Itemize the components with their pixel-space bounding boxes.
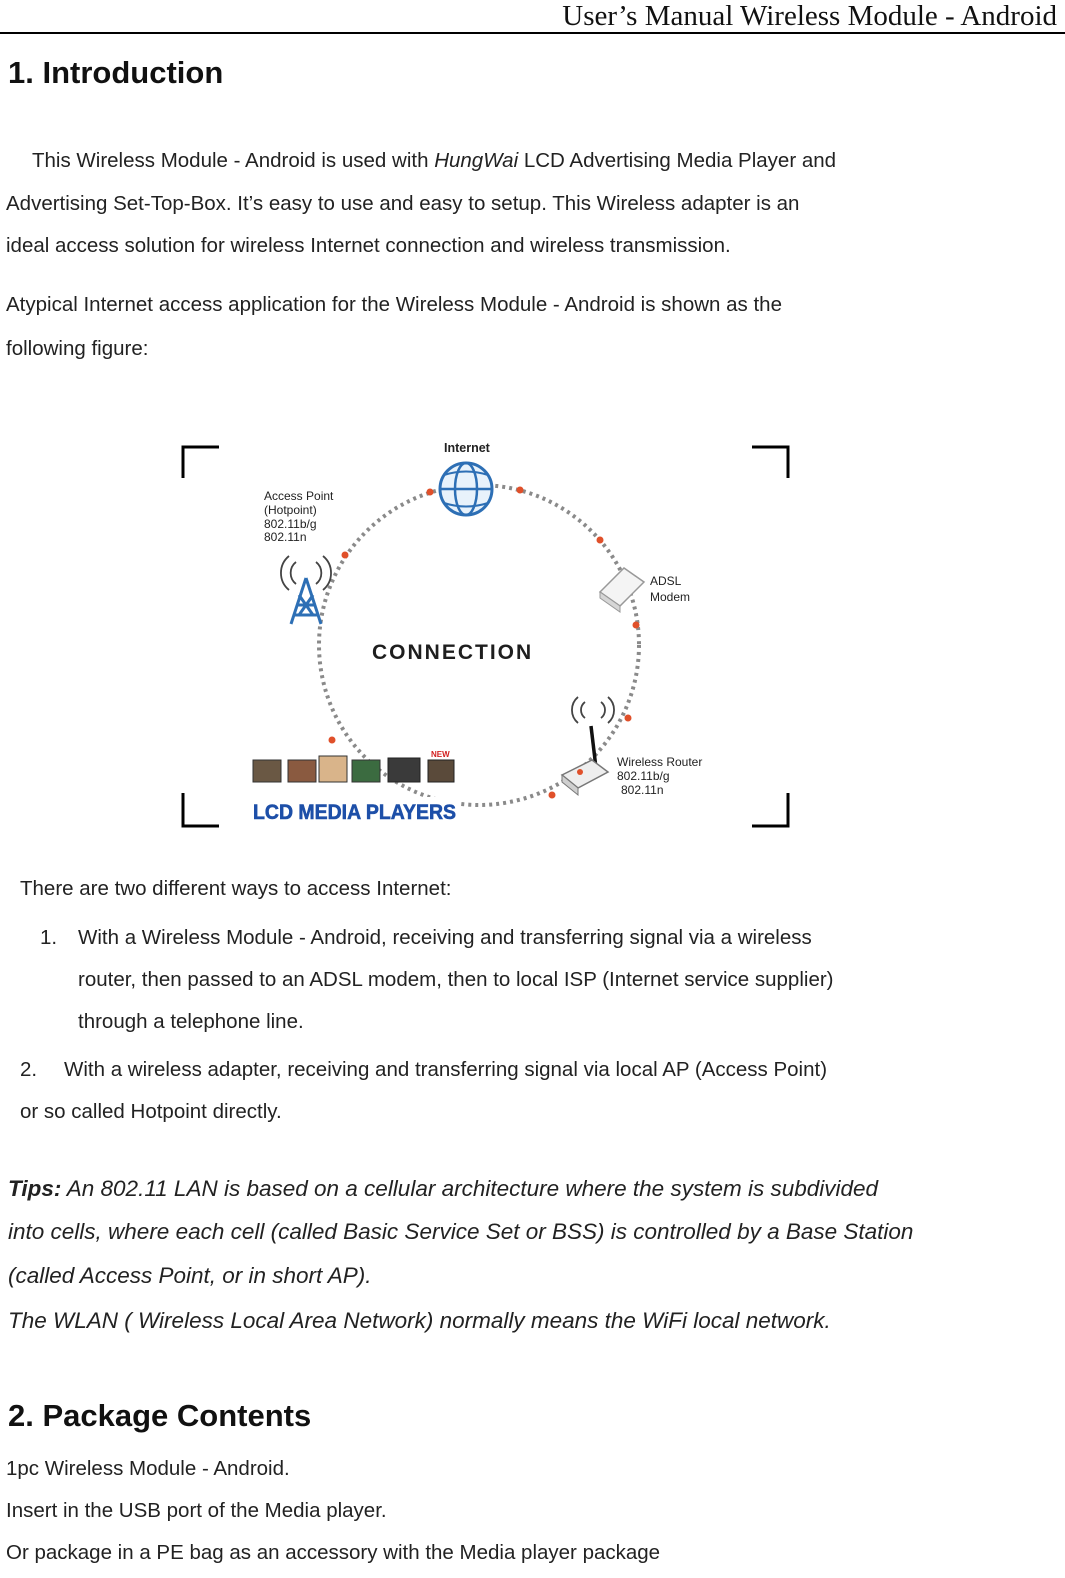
- banner-bg: [250, 797, 458, 824]
- router-signal-waves: [571, 696, 615, 724]
- intro-paragraph2-line-1: Atypical Internet access application for…: [6, 293, 782, 316]
- wireless-router-icon: [560, 725, 610, 797]
- intro-paragraph2-line-2: following figure:: [6, 337, 149, 360]
- access-point-tower-icon: [289, 577, 323, 625]
- tips-line-2: into cells, where each cell (called Basi…: [8, 1219, 914, 1244]
- lcd-media-players-banner: LCD MEDIA PLAYERS: [253, 801, 456, 824]
- ap-label-4: 802.11n: [264, 530, 307, 544]
- ring-arrows: [328, 486, 640, 799]
- connection-title: CONNECTION: [372, 641, 533, 664]
- connection-figure: Internet Access Point (Hotpoint) 802.11b…: [181, 441, 790, 828]
- ap-signal-waves: [280, 555, 332, 591]
- package-line-2: Insert in the USB port of the Media play…: [6, 1499, 387, 1522]
- internet-globe-icon: [438, 461, 494, 517]
- section-heading-package: 2. Package Contents: [8, 1398, 312, 1433]
- list-item-1-number: 1.: [40, 926, 58, 949]
- list-item-1-line-1: With a Wireless Module - Android, receiv…: [78, 926, 812, 949]
- ap-label-3: 802.11b/g: [264, 517, 317, 531]
- tips-line-1: Tips: An 802.11 LAN is based on a cellul…: [8, 1176, 879, 1201]
- corner-brackets: [181, 445, 790, 828]
- brand-name: HungWai: [434, 149, 519, 172]
- list-item-1-line-2: router, then passed to an ADSL modem, th…: [78, 968, 834, 991]
- section-heading-introduction: 1. Introduction: [8, 55, 224, 90]
- ways-intro: There are two different ways to access I…: [20, 877, 452, 900]
- list-item-1-line-3: through a telephone line.: [78, 1010, 304, 1033]
- list-item-2-line-1: With a wireless adapter, receiving and t…: [64, 1058, 828, 1081]
- ap-label-1: Access Point: [264, 489, 334, 503]
- modem-label-2: Modem: [650, 590, 690, 604]
- tips-line-3: (called Access Point, or in short AP).: [8, 1263, 372, 1288]
- router-label-3: 802.11n: [621, 783, 664, 797]
- router-label-2: 802.11b/g: [617, 769, 670, 783]
- adsl-modem-icon: [598, 567, 646, 613]
- media-player-thumbnails: [252, 755, 455, 783]
- intro-paragraph-line-3: ideal access solution for wireless Inter…: [6, 234, 731, 257]
- package-line-1: 1pc Wireless Module - Android.: [6, 1457, 290, 1480]
- list-item-2-line-2: or so called Hotpoint directly.: [20, 1100, 282, 1123]
- list-item-2-number: 2.: [20, 1058, 38, 1081]
- running-header: User’s Manual Wireless Module - Android: [562, 0, 1057, 32]
- modem-label-1: ADSL: [650, 574, 682, 588]
- package-line-3: Or package in a PE bag as an accessory w…: [6, 1541, 661, 1564]
- new-badge: NEW: [431, 750, 450, 759]
- ap-label-2: (Hotpoint): [264, 503, 317, 517]
- intro-paragraph-line-1: This Wireless Module - Android is used w…: [32, 149, 837, 172]
- tips-label: Tips:: [8, 1176, 62, 1201]
- internet-label: Internet: [444, 441, 491, 455]
- intro-paragraph-line-2: Advertising Set-Top-Box. It’s easy to us…: [6, 192, 800, 215]
- router-label-1: Wireless Router: [617, 755, 702, 769]
- header-rule: [0, 32, 1065, 34]
- tips-line-4: The WLAN ( Wireless Local Area Network) …: [8, 1308, 831, 1333]
- connection-ring: [317, 483, 641, 807]
